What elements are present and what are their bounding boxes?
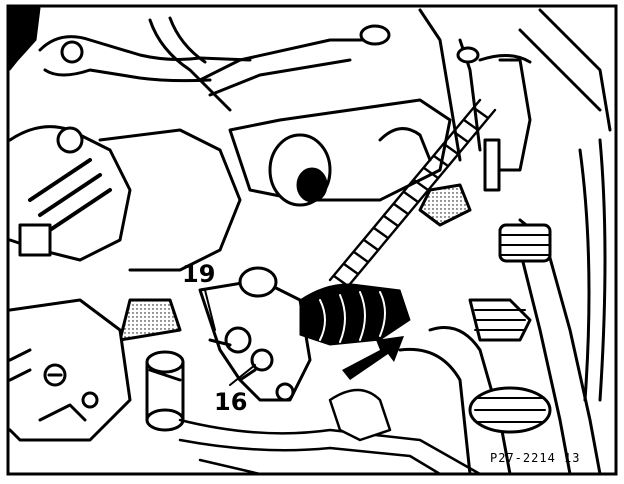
bellows-pack (299, 283, 411, 346)
right-hoses (398, 138, 607, 476)
lower-cables (178, 388, 482, 476)
callout-16: 16 (214, 388, 248, 416)
lower-left-plate (8, 298, 132, 442)
border (6, 4, 618, 476)
pivot-bracket (228, 98, 472, 227)
top-lever (38, 16, 391, 112)
coil-spring (328, 98, 497, 292)
adjuster-mechanism (198, 266, 312, 402)
direction-arrow-icon (342, 336, 404, 380)
lower-pipe (145, 350, 185, 432)
leader-19 (204, 289, 216, 331)
leader-16 (229, 364, 256, 386)
figure-reference: P27-2214 13 (490, 451, 581, 465)
left-housing (8, 125, 242, 342)
shadow-top-left (9, 7, 41, 71)
callout-19: 19 (182, 260, 216, 288)
